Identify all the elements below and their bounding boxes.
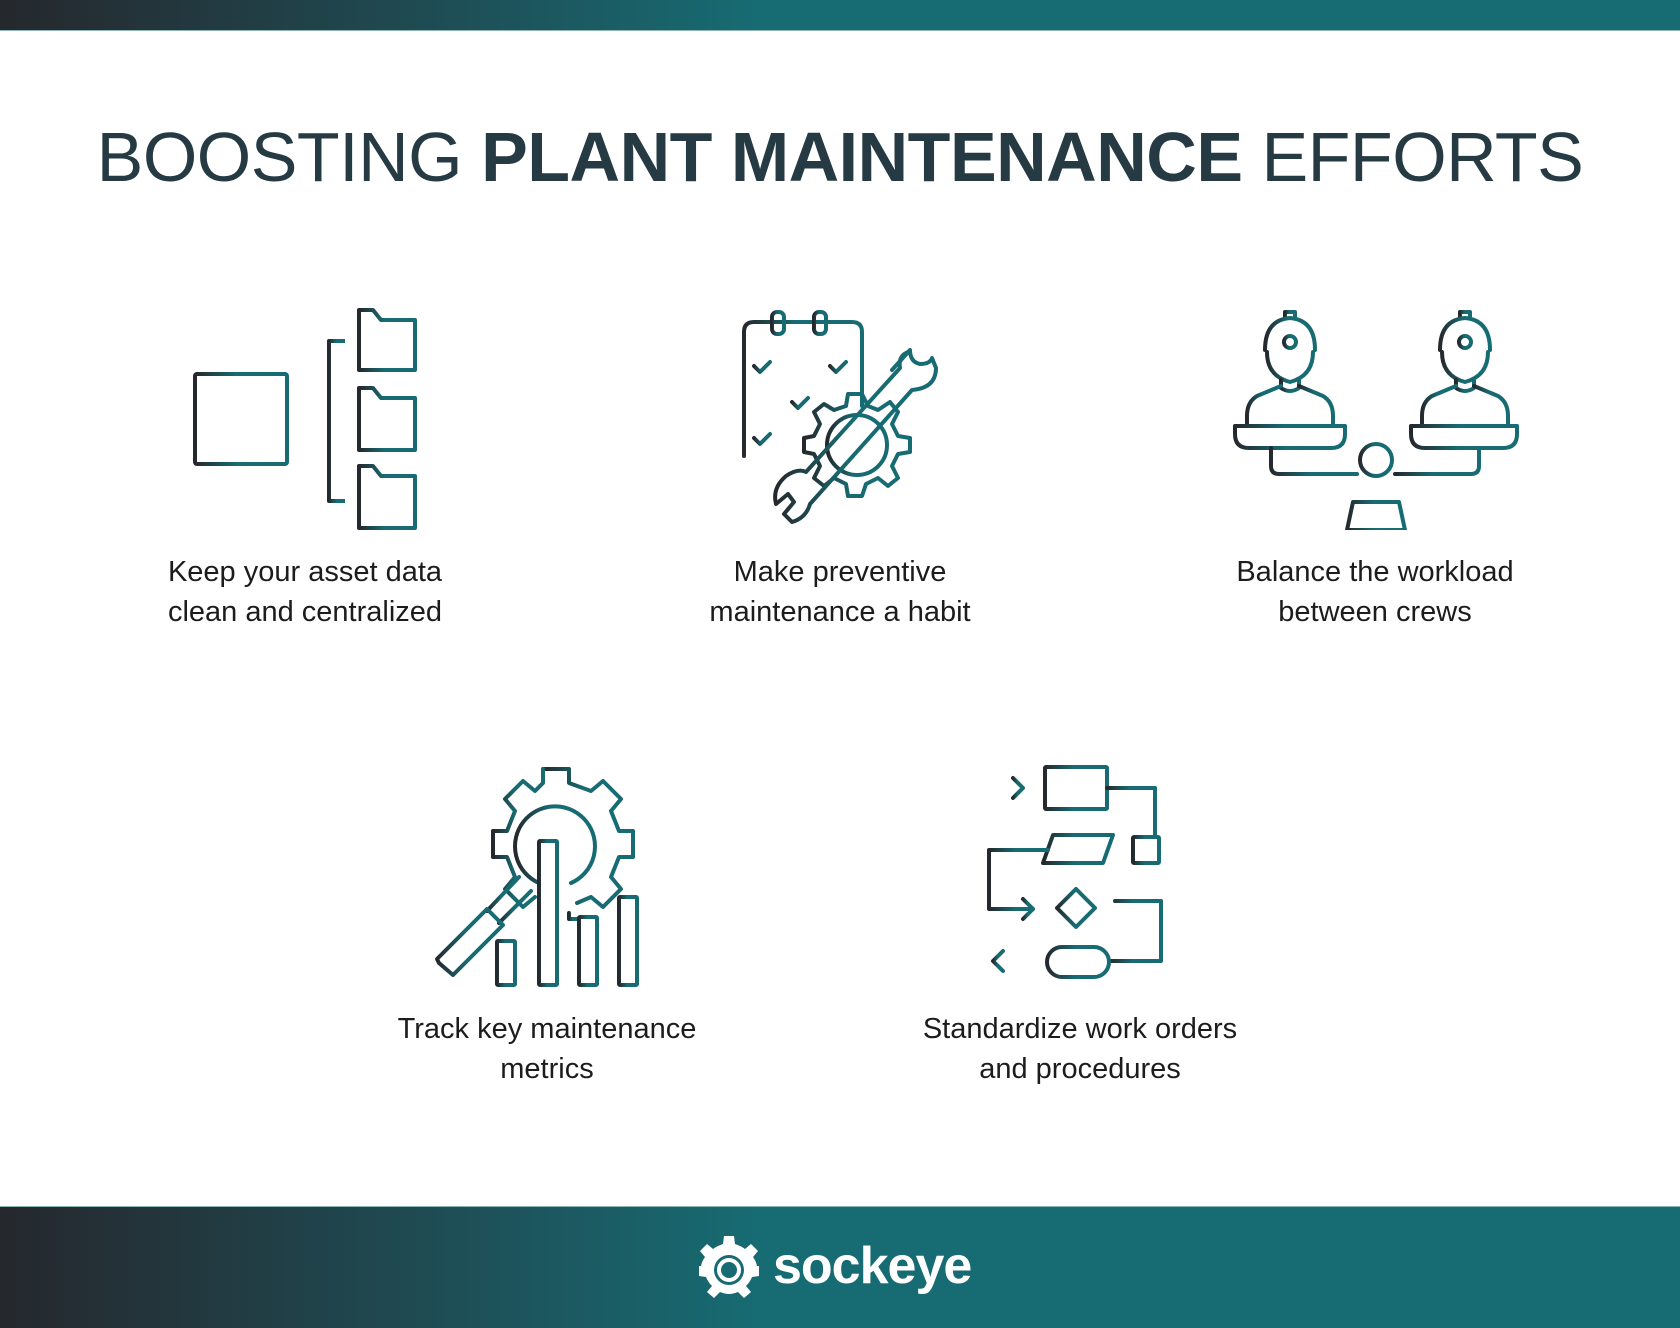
page-title: BOOSTING PLANT MAINTENANCE EFFORTS — [0, 112, 1680, 202]
server-folders-icon — [193, 308, 417, 530]
tip-balance-workload: Balance the workload between crews — [1165, 308, 1585, 632]
tip-label: Track key maintenance metrics — [397, 1013, 697, 1085]
tip-label: Keep your asset data clean and centraliz… — [167, 556, 443, 628]
sockeye-gear-eye-icon — [699, 1236, 759, 1298]
tip-label: Balance the workload between crews — [1236, 556, 1514, 628]
top-banner-bar — [0, 0, 1680, 31]
tip-track-metrics: Track key maintenance metrics — [337, 765, 757, 1089]
title-emphasis: PLANT MAINTENANCE — [481, 118, 1243, 196]
tip-label: Standardize work orders and procedures — [922, 1013, 1238, 1085]
title-suffix: EFFORTS — [1261, 118, 1584, 196]
flowchart-icon — [985, 765, 1163, 979]
title-prefix: BOOSTING — [96, 118, 463, 196]
tip-label: Make preventive maintenance a habit — [709, 556, 971, 628]
calendar-wrench-gear-icon — [742, 310, 938, 524]
footer-banner: sockeye — [0, 1206, 1680, 1328]
brand-logo: sockeye — [697, 1231, 972, 1301]
workers-balance-scale-icon — [1233, 310, 1519, 530]
tip-preventive-maintenance: Make preventive maintenance a habit — [630, 308, 1050, 632]
tip-standardize-work-orders: Standardize work orders and procedures — [870, 765, 1290, 1089]
brand-name: sockeye — [773, 1237, 972, 1295]
gear-magnifier-bar-chart-icon — [435, 767, 639, 987]
tip-asset-data: Keep your asset data clean and centraliz… — [95, 308, 515, 632]
